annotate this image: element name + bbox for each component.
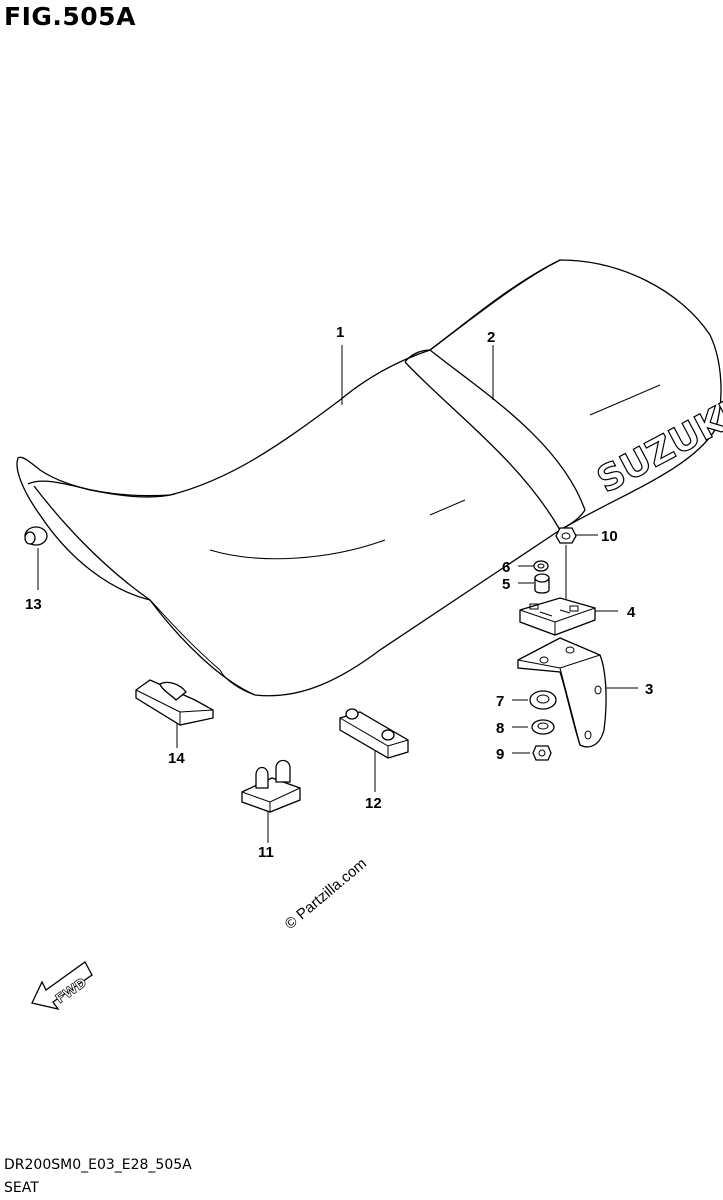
part-7-washer[interactable]	[529, 690, 557, 710]
callout-12: 12	[365, 795, 382, 812]
part-9-nut[interactable]	[532, 745, 552, 761]
figure-title: FIG.505A	[4, 2, 136, 31]
watermark-text: © Partzilla.com	[282, 855, 370, 933]
part-13-screw[interactable]	[24, 526, 48, 546]
fwd-arrow-icon: FWD	[31, 961, 93, 1011]
figure-code: DR200SM0_E03_E28_505A	[4, 1157, 192, 1173]
callout-3: 3	[645, 681, 653, 698]
seat[interactable]	[16, 259, 722, 697]
part-10-nut[interactable]	[555, 527, 577, 544]
callout-8: 8	[496, 720, 504, 737]
figure-name: SEAT	[4, 1180, 39, 1196]
callout-14: 14	[168, 750, 185, 767]
callout-1: 1	[336, 324, 344, 341]
callout-6: 6	[502, 559, 510, 576]
part-8-washer[interactable]	[531, 719, 555, 735]
part-14-hook[interactable]	[135, 679, 214, 726]
callout-4: 4	[627, 604, 636, 621]
callout-2: 2	[487, 329, 495, 346]
callout-5: 5	[502, 576, 510, 593]
part-5-collar[interactable]	[534, 573, 550, 594]
part-6-washer[interactable]	[533, 560, 549, 572]
part-12-cushion[interactable]	[339, 708, 409, 759]
part-11-cushion[interactable]	[241, 759, 301, 813]
callout-13: 13	[25, 596, 42, 613]
callout-11: 11	[258, 844, 274, 861]
callout-9: 9	[496, 746, 504, 763]
callout-7: 7	[496, 693, 504, 710]
part-4-damper[interactable]	[519, 597, 596, 636]
callout-10: 10	[601, 528, 618, 545]
part-3-bracket[interactable]	[517, 637, 607, 748]
